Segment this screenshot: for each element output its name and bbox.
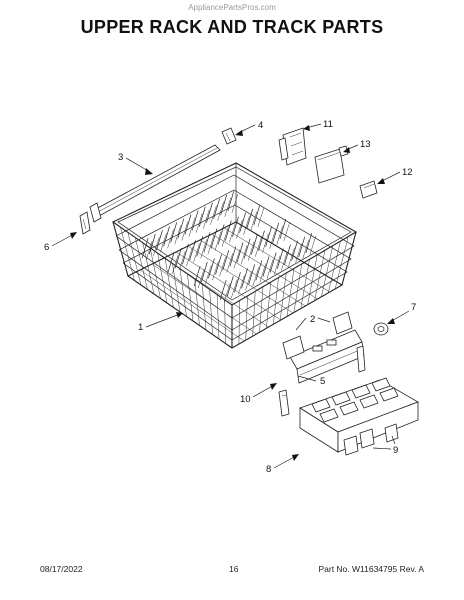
- svg-text:3: 3: [118, 152, 123, 163]
- svg-text:6: 6: [44, 242, 49, 253]
- svg-text:11: 11: [323, 119, 333, 130]
- part-11-bracket: [278, 127, 307, 166]
- track-end-post: [356, 345, 366, 373]
- part-6-clip: [79, 211, 91, 235]
- svg-text:7: 7: [411, 302, 416, 313]
- callout-5: 5: [297, 375, 325, 387]
- part-10-stop: [278, 389, 290, 417]
- svg-text:2: 2: [310, 314, 315, 325]
- part-8-adjuster-housing: [299, 377, 419, 453]
- callout-11: 11: [303, 119, 333, 131]
- svg-text:5: 5: [320, 376, 325, 387]
- callout-3: 3: [118, 152, 153, 175]
- callout-13: 13: [343, 139, 371, 153]
- part-3-rail: [89, 144, 221, 223]
- footer-part-number: Part No. W11634795 Rev. A: [318, 564, 424, 574]
- part-12-clip: [359, 180, 378, 199]
- page-title: UPPER RACK AND TRACK PARTS: [80, 17, 384, 37]
- svg-text:10: 10: [240, 394, 251, 405]
- callout-12: 12: [377, 167, 413, 184]
- footer-page-number: 16: [229, 564, 239, 574]
- callout-7: 7: [387, 302, 416, 324]
- callout-4: 4: [235, 120, 263, 136]
- svg-text:8: 8: [266, 464, 271, 475]
- callout-10: 10: [240, 383, 277, 405]
- svg-text:12: 12: [402, 167, 413, 178]
- part-5-track-assembly: [282, 311, 365, 384]
- svg-text:9: 9: [393, 445, 398, 456]
- part-9-clips: [343, 423, 399, 456]
- part-1-upper-rack: [111, 162, 358, 349]
- svg-text:4: 4: [258, 120, 263, 131]
- footer-date: 08/17/2022: [40, 564, 83, 574]
- callouts: 1 2 3 4 5 6 7: [44, 119, 416, 475]
- callout-2: 2: [295, 314, 331, 331]
- callout-8: 8: [266, 454, 299, 475]
- svg-text:1: 1: [138, 322, 143, 333]
- part-7-wheel: [373, 322, 389, 336]
- svg-text:13: 13: [360, 139, 371, 150]
- callout-6: 6: [44, 232, 77, 253]
- part-4-clip: [221, 127, 237, 145]
- callout-1: 1: [138, 312, 183, 333]
- callout-9: 9: [372, 435, 398, 456]
- watermark: AppliancePartsPros.com: [188, 3, 276, 12]
- part-13-plate: [314, 145, 349, 184]
